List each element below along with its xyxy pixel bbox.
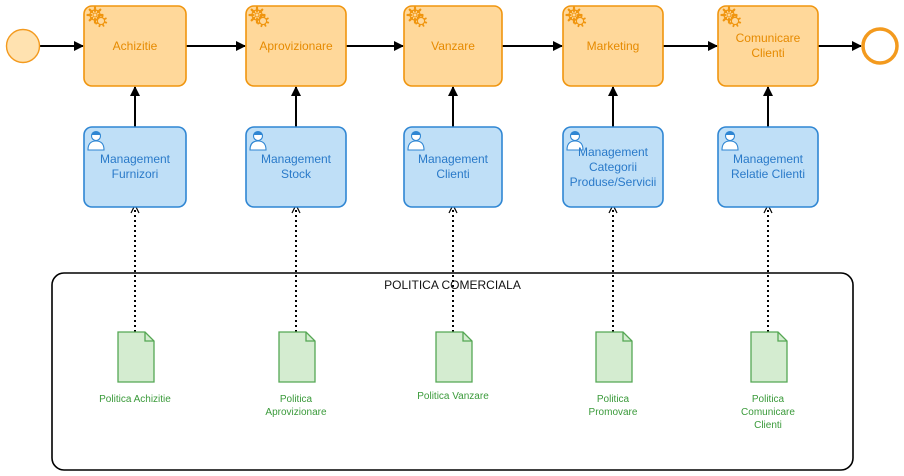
document-icon (595, 331, 633, 383)
document-icon (278, 331, 316, 383)
policy-pool-title: POLITICA COMERCIALA (384, 277, 521, 292)
user-icon (566, 130, 584, 151)
document-label: Politica Aprovizionare (265, 394, 327, 418)
user-icon (249, 130, 267, 151)
process-task (717, 5, 819, 87)
role-task (245, 126, 347, 208)
gear-icon (406, 6, 428, 28)
process-label: Vanzare (431, 38, 475, 53)
document-label: Politica Comunicare Clienti (741, 394, 795, 431)
process-task (83, 5, 187, 87)
process-task (403, 5, 503, 87)
user-icon (87, 130, 105, 151)
process-task (245, 5, 347, 87)
role-label: Management Stock (260, 152, 332, 181)
process-label: Marketing (586, 38, 640, 53)
role-task (403, 126, 503, 208)
gear-icon (248, 6, 270, 28)
role-label: Management Clienti (417, 152, 489, 181)
document-icon (435, 331, 473, 383)
process-label: Achizitie (112, 38, 158, 53)
document-label: Politica Promovare (588, 394, 638, 418)
process-label: Aprovizionare (259, 38, 333, 53)
role-label: Management Furnizori (99, 152, 171, 181)
role-task (562, 126, 664, 208)
gear-icon (720, 6, 742, 28)
document-icon (750, 331, 788, 383)
start-event (5, 28, 41, 64)
role-label: Management Relatie Clienti (730, 152, 806, 181)
process-task (562, 5, 664, 87)
gear-icon (565, 6, 587, 28)
role-label: Management Categorii Produse/Servicii (569, 144, 657, 189)
document-label: Politica Vanzare (417, 391, 489, 402)
user-icon (407, 130, 425, 151)
process-label: Comunicare Clienti (735, 31, 801, 60)
role-task (83, 126, 187, 208)
gear-icon (86, 6, 108, 28)
document-label: Politica Achizitie (99, 394, 171, 405)
document-icon (117, 331, 155, 383)
end-event (861, 27, 899, 65)
user-icon (721, 130, 739, 151)
policy-pool (51, 272, 854, 471)
role-task (717, 126, 819, 208)
